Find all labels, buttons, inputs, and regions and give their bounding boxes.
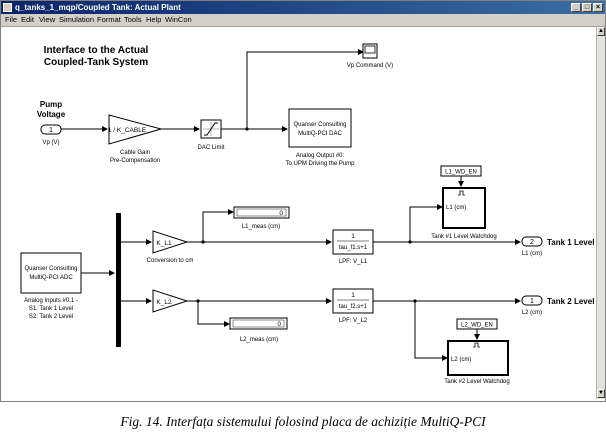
wd2-caption: Tank #2 Level Watchdog <box>444 379 509 385</box>
outport2-caption: L2 (cm) <box>522 310 542 316</box>
vertical-scrollbar[interactable]: ▲ ▼ <box>596 27 605 399</box>
gain-k-l1-block[interactable]: K_L1 <box>152 230 189 254</box>
lpf-v-l1-block[interactable]: 1 tau_f1.s+1 <box>332 229 374 255</box>
l2-wd-en-text: L2_WD_EN <box>461 323 493 329</box>
adc-caption-line1: Analog Inputs #0,1 - <box>24 298 78 304</box>
multiq-dac-block[interactable]: Quanser Consulting MultiQ-PCI DAC <box>288 108 352 148</box>
wd1-port-label: L1 (cm) <box>446 205 466 211</box>
inport-vp-number: 1 <box>49 127 53 134</box>
outport1-label: Tank 1 Level <box>547 238 594 247</box>
vp-command-scope-block[interactable] <box>362 43 378 59</box>
close-button[interactable]: × <box>593 3 603 12</box>
vp-command-caption: Vp Command (V) <box>347 63 393 69</box>
menu-help[interactable]: Help <box>146 15 162 24</box>
adc-caption-line2: S1: Tank 1 Level <box>29 306 73 312</box>
menu-edit[interactable]: Edit <box>21 15 34 24</box>
l1-meas-display-block[interactable]: 0 <box>233 206 290 219</box>
dac-caption-line2: To UPM Driving the Pump <box>285 161 355 167</box>
pump-label-line1: Pump <box>40 100 62 109</box>
block-diagram: Interface to the Actual Coupled-Tank Sys… <box>20 43 594 385</box>
minimize-button[interactable]: _ <box>571 3 581 12</box>
dac-limit-caption: DAC Limit <box>197 145 224 151</box>
window-title: q_tanks_1_mqp/Coupled Tank: Actual Plant <box>15 3 181 12</box>
adc-caption-line3: S2: Tank 2 Level <box>29 314 73 320</box>
wd2-port-label: L2 (cm) <box>451 357 471 363</box>
wd1-caption: Tank #1 Level Watchdog <box>431 234 496 240</box>
figure-caption: Fig. 14. Interfața sistemului folosind p… <box>120 414 486 429</box>
cable-gain-caption-line1: Cable Gain <box>120 150 150 156</box>
diagram-heading-line2: Coupled-Tank System <box>44 57 148 68</box>
menu-wincon[interactable]: WinCon <box>165 15 192 24</box>
gain-k-l1-caption: Conversion to cm <box>147 258 194 264</box>
inport-vp-block[interactable]: 1 <box>40 124 62 135</box>
outport1-number: 2 <box>530 239 534 246</box>
menu-bar: File Edit View Simulation Format Tools H… <box>1 14 605 27</box>
l1-wd-en-constant-block[interactable]: L1_WD_EN <box>440 165 482 177</box>
adc-block-line1: Quanser Consulting <box>24 266 77 272</box>
cable-gain-text: 1 / K_CABLE <box>108 127 147 134</box>
cable-gain-block[interactable]: 1 / K_CABLE <box>108 114 163 145</box>
menu-format[interactable]: Format <box>97 15 121 24</box>
tf1-denominator: tau_f1.s+1 <box>339 245 368 251</box>
gain-k-l1-text: K_L1 <box>156 240 172 247</box>
diagram-canvas[interactable]: Interface to the Actual Coupled-Tank Sys… <box>1 27 596 399</box>
l2-meas-display-value: 0 <box>277 321 281 328</box>
l1-wd-en-text: L1_WD_EN <box>445 170 477 176</box>
outport-tank2-level-block[interactable]: 1 <box>521 295 543 306</box>
menu-simulation[interactable]: Simulation <box>59 15 95 24</box>
outport2-number: 1 <box>530 298 534 305</box>
gain-k-l2-text: K_L2 <box>156 299 172 306</box>
demux-block[interactable] <box>116 213 121 347</box>
dac-caption-line1: Analog Output #0: <box>296 153 345 159</box>
cable-gain-caption-line2: Pre-Compensation <box>110 158 160 164</box>
title-bar: q_tanks_1_mqp/Coupled Tank: Actual Plant… <box>1 1 605 14</box>
tf1-caption: LPF: V_L1 <box>339 259 368 265</box>
l2-meas-display-block[interactable]: 0 <box>229 317 288 330</box>
menu-tools[interactable]: Tools <box>124 15 142 24</box>
diagram-heading-line1: Interface to the Actual <box>44 45 149 56</box>
l1-meas-caption: L1_meas (cm) <box>242 224 280 230</box>
tf2-denominator: tau_f2.s+1 <box>339 304 368 310</box>
tank1-watchdog-block[interactable]: L1 (cm) <box>442 187 486 229</box>
tf2-numerator: 1 <box>351 292 355 299</box>
inport-vp-label: Vp (V) <box>42 140 59 146</box>
simulink-app-icon <box>3 3 12 12</box>
tf2-caption: LPF: V_L2 <box>339 318 368 324</box>
dac-limit-saturation-block[interactable] <box>200 119 222 139</box>
outport-tank1-level-block[interactable]: 2 <box>521 236 543 247</box>
outport1-caption: L1 (cm) <box>522 251 542 257</box>
menu-file[interactable]: File <box>5 15 18 24</box>
dac-block-line1: Quanser Consulting <box>293 122 346 128</box>
multiq-adc-block[interactable]: Quanser Consulting MultiQ-PCI ADC <box>20 252 82 294</box>
lpf-v-l2-block[interactable]: 1 tau_f2.s+1 <box>332 288 374 314</box>
maximize-button[interactable]: □ <box>582 3 592 12</box>
menu-view[interactable]: View <box>39 15 56 24</box>
scroll-up-arrow-icon[interactable]: ▲ <box>597 27 605 36</box>
pump-label-line2: Voltage <box>37 110 66 119</box>
simulink-window: q_tanks_1_mqp/Coupled Tank: Actual Plant… <box>0 0 606 402</box>
gain-k-l2-block[interactable]: K_L2 <box>152 289 189 313</box>
outport2-label: Tank 2 Level <box>547 297 594 306</box>
scroll-down-arrow-icon[interactable]: ▼ <box>597 389 605 398</box>
l2-meas-caption: L2_meas (cm) <box>240 337 278 343</box>
l2-wd-en-constant-block[interactable]: L2_WD_EN <box>456 318 498 330</box>
tf1-numerator: 1 <box>351 233 355 240</box>
l1-meas-display-value: 0 <box>279 210 283 217</box>
tank2-watchdog-block[interactable]: L2 (cm) <box>447 340 509 376</box>
dac-block-line2: MultiQ-PCI DAC <box>298 131 342 137</box>
adc-block-line2: MultiQ-PCI ADC <box>29 275 73 281</box>
